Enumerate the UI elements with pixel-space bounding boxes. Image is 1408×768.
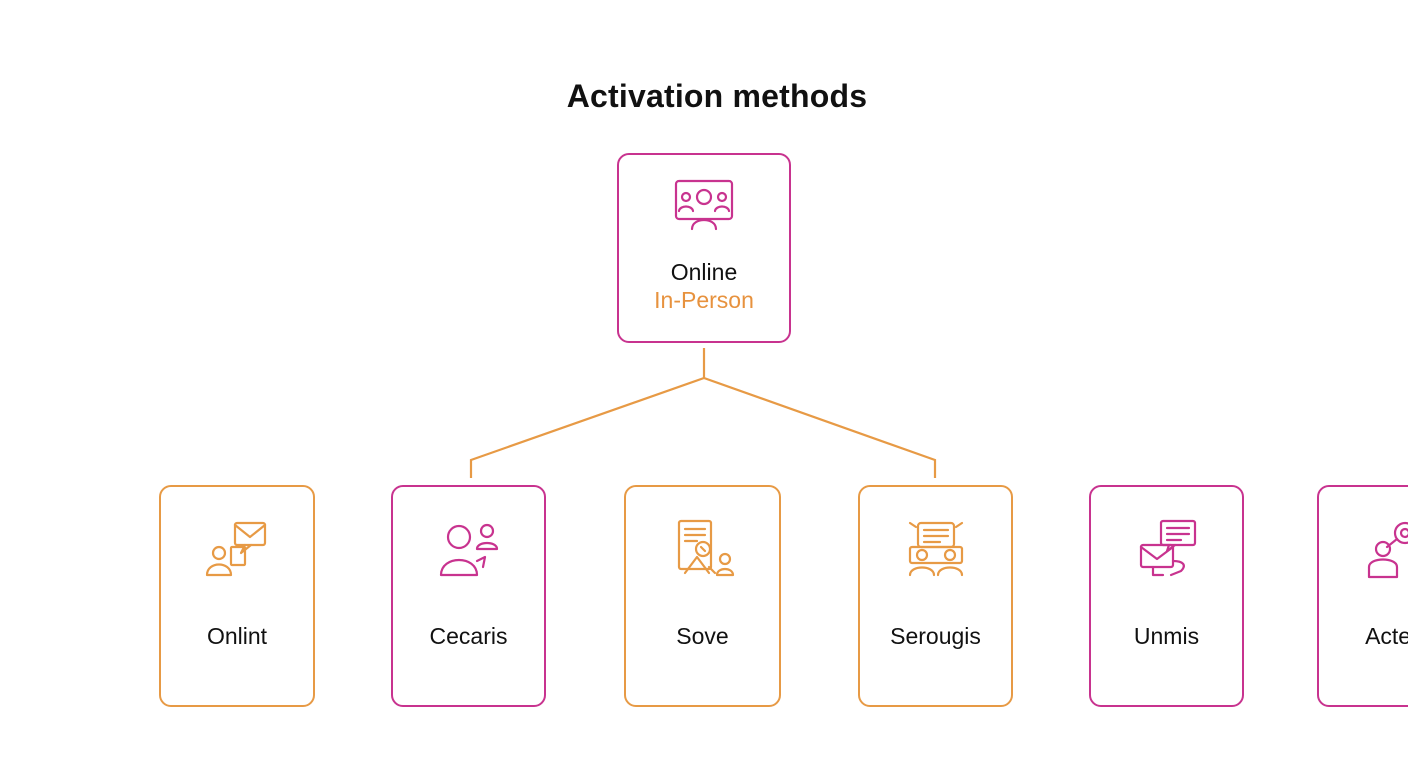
- child-label-unmis: Unmis: [1133, 623, 1200, 649]
- diagram-title: Activation methods: [566, 78, 868, 114]
- document-person-icon: [677, 519, 734, 577]
- person-message-icon: [205, 521, 267, 577]
- child-node-sove[interactable]: Sove: [624, 485, 781, 707]
- child-label-sove: Sove: [676, 623, 729, 649]
- child-label-actea: Actea: [1365, 623, 1408, 649]
- connector-right-branch: [703, 376, 937, 478]
- person-search-icon: [1367, 521, 1408, 579]
- child-node-serougis[interactable]: Serougis: [858, 485, 1013, 707]
- child-node-onlint[interactable]: Onlint: [159, 485, 315, 707]
- connector-left-branch: [469, 376, 705, 478]
- child-label-serougis: Serougis: [890, 623, 981, 649]
- root-label-in-person: In-Person: [654, 287, 754, 313]
- child-node-actea[interactable]: Actea: [1317, 485, 1408, 707]
- child-label-cecaris: Cecaris: [429, 623, 508, 649]
- child-node-unmis[interactable]: Unmis: [1089, 485, 1244, 707]
- child-label-onlint: Onlint: [206, 623, 268, 649]
- group-meeting-icon: [908, 521, 963, 577]
- video-conference-icon: [674, 179, 734, 231]
- people-icon: [439, 523, 498, 577]
- child-node-cecaris[interactable]: Cecaris: [391, 485, 546, 707]
- root-label-online: Online: [670, 259, 738, 285]
- mail-chat-icon: [1139, 519, 1196, 577]
- root-node-online-in-person[interactable]: Online In-Person: [617, 153, 791, 343]
